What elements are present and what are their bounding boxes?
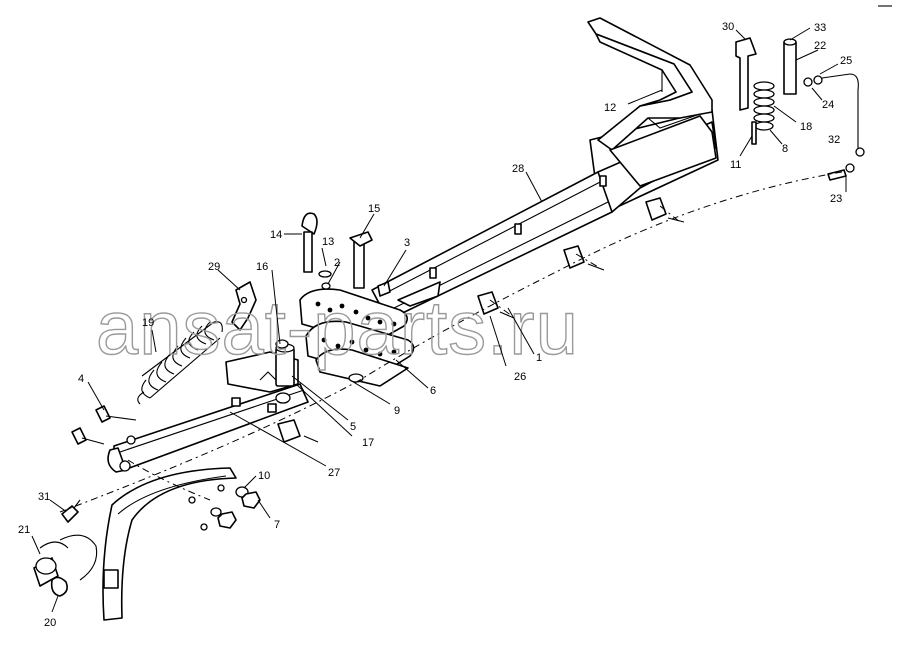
callout-12: 12 xyxy=(604,102,616,114)
callout-23: 23 xyxy=(830,193,842,205)
callouts: 1 2 3 4 5 6 7 8 9 10 11 12 13 14 15 16 1… xyxy=(18,21,852,629)
hitch-body xyxy=(225,339,299,404)
lower-arm xyxy=(107,383,309,473)
callout-24: 24 xyxy=(822,99,834,111)
callout-8: 8 xyxy=(782,143,788,155)
hydraulic-components xyxy=(735,37,865,181)
callout-18: 18 xyxy=(800,121,812,133)
assembly-lines xyxy=(59,171,843,513)
pins xyxy=(301,212,391,297)
spring-bracket xyxy=(231,281,257,331)
callout-22: 22 xyxy=(814,40,826,52)
callout-21: 21 xyxy=(18,524,30,536)
callout-31: 31 xyxy=(38,491,50,503)
plate-holes xyxy=(315,301,397,357)
watermark-text: ansat-parts.ru xyxy=(96,286,579,371)
upper-frame xyxy=(587,17,717,187)
clamps xyxy=(277,197,685,443)
callout-29: 29 xyxy=(208,261,220,273)
leader-lines xyxy=(31,27,859,613)
callout-11: 11 xyxy=(730,159,741,171)
callout-6: 6 xyxy=(430,385,436,397)
callout-14: 14 xyxy=(270,229,282,241)
swivel-plates xyxy=(299,288,415,387)
callout-13: 13 xyxy=(322,236,334,248)
callout-5: 5 xyxy=(350,421,356,433)
callout-15: 15 xyxy=(368,203,380,215)
callout-20: 20 xyxy=(44,617,56,629)
callout-1: 1 xyxy=(536,352,542,364)
coupler-parts xyxy=(33,534,98,597)
bottom-support xyxy=(102,467,237,621)
nuts-washers xyxy=(210,486,261,529)
callout-16: 16 xyxy=(256,261,268,273)
callout-25: 25 xyxy=(840,55,852,67)
callout-10: 10 xyxy=(258,470,270,482)
callout-4: 4 xyxy=(78,373,84,385)
callout-9: 9 xyxy=(394,405,400,417)
coil-spring xyxy=(753,81,775,123)
callout-33: 33 xyxy=(814,22,826,34)
callout-26: 26 xyxy=(514,371,526,383)
callout-32: 32 xyxy=(828,134,840,146)
callout-27: 27 xyxy=(328,467,340,479)
callout-30: 30 xyxy=(722,21,734,33)
callout-19: 19 xyxy=(142,317,154,329)
callout-28: 28 xyxy=(512,163,524,175)
callout-2: 2 xyxy=(334,257,340,269)
callout-7: 7 xyxy=(274,519,280,531)
tension-spring xyxy=(137,321,223,405)
callout-17: 17 xyxy=(362,437,374,449)
bolts xyxy=(61,405,137,523)
callout-3: 3 xyxy=(404,237,410,249)
